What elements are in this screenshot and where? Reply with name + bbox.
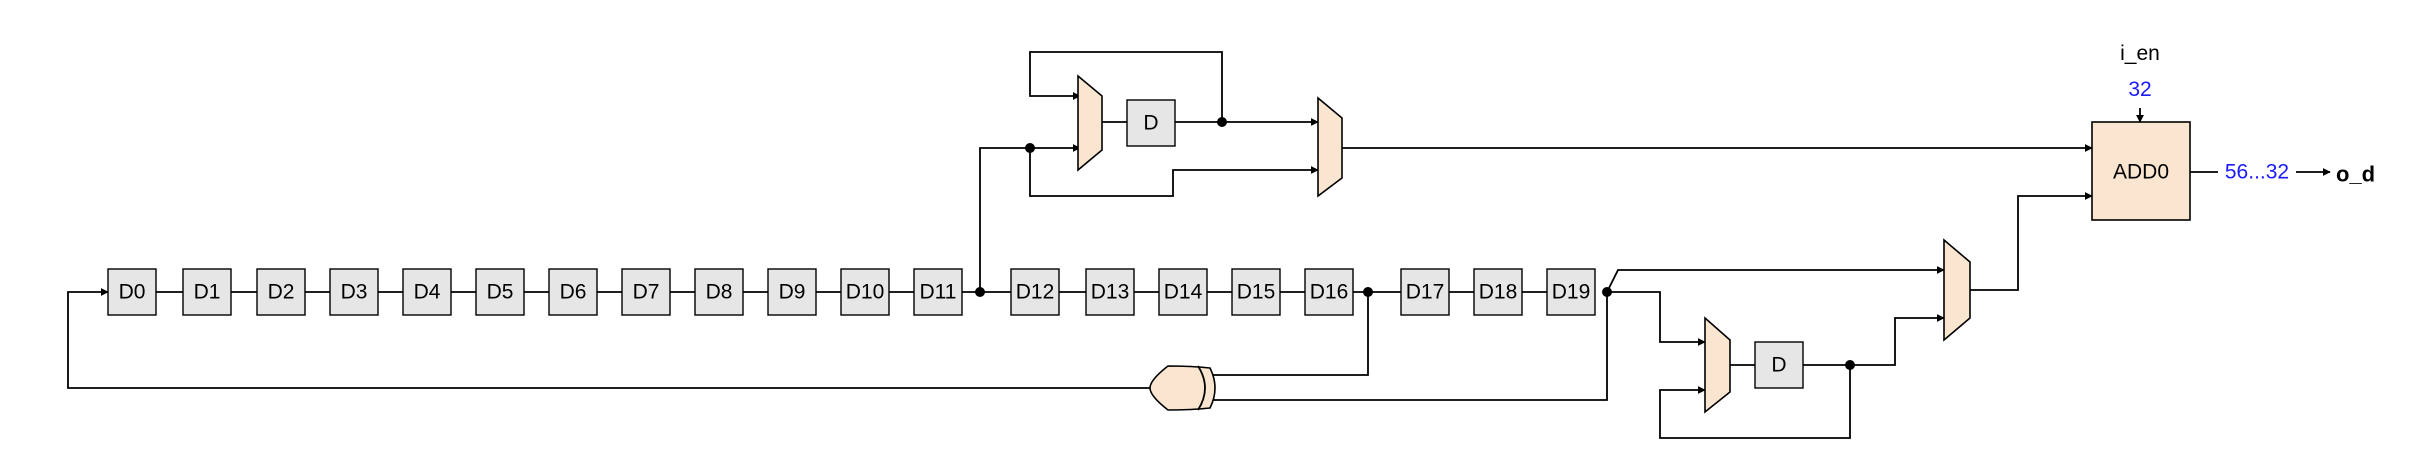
register-label: D12 xyxy=(1016,281,1055,304)
output-width-label: 56...32 xyxy=(2225,161,2289,184)
lower-register: D xyxy=(1754,341,1804,389)
register-label: D6 xyxy=(560,281,587,304)
adder-block: ADD0 xyxy=(2091,121,2191,221)
register-label: D15 xyxy=(1237,281,1276,304)
register-d0: D0 xyxy=(107,268,157,316)
register-label: D3 xyxy=(341,281,368,304)
tap-d11-wire xyxy=(979,144,1081,292)
register-label: D11 xyxy=(920,281,957,304)
enable-width-label: 32 xyxy=(2128,78,2151,101)
register-label: D0 xyxy=(119,281,146,304)
upper-input-mux xyxy=(1077,74,1103,172)
register-d13: D13 xyxy=(1085,268,1135,316)
feedback-wire xyxy=(67,288,1160,389)
tap-d16-wire xyxy=(1210,292,1369,376)
register-d18: D18 xyxy=(1473,268,1523,316)
shift-register-chain: D0 D1 D2 D3 D4 D5 D6 D7 D8 D9 D10 D11 D12 D13 D14 D15 D1… xyxy=(107,268,1596,316)
enable-signal-label: i_en xyxy=(2120,42,2160,65)
register-d8: D8 xyxy=(694,268,744,316)
upper-loop-wire xyxy=(1029,51,1223,122)
register-d5: D5 xyxy=(475,268,525,316)
register-label: D19 xyxy=(1552,281,1591,304)
lower-input-mux xyxy=(1704,316,1731,414)
final-mux-out-wire xyxy=(1970,192,2093,291)
register-d3: D3 xyxy=(329,268,379,316)
lower-reg-out-wire xyxy=(1803,314,1945,366)
tap-d19-wire xyxy=(1210,292,1608,401)
tap-d11-lower-wire xyxy=(1029,148,1319,197)
register-label: D13 xyxy=(1091,281,1130,304)
register-d17: D17 xyxy=(1400,268,1450,316)
register-d7: D7 xyxy=(621,268,671,316)
xor-gate xyxy=(1149,365,1216,411)
register-label: D16 xyxy=(1310,281,1349,304)
lower-register-label: D xyxy=(1771,354,1786,377)
register-d10: D10 xyxy=(840,268,890,316)
d19-to-final-mux-wire xyxy=(1606,266,1945,293)
output-signal-label: o_d xyxy=(2336,162,2375,187)
register-label: D7 xyxy=(633,281,660,304)
register-d4: D4 xyxy=(402,268,452,316)
register-d1: D1 xyxy=(182,268,232,316)
junctions xyxy=(975,117,1855,370)
register-d6: D6 xyxy=(548,268,598,316)
register-d12: D12 xyxy=(1010,268,1060,316)
register-d16: D16 xyxy=(1304,268,1354,316)
register-d2: D2 xyxy=(256,268,306,316)
register-label: D4 xyxy=(414,281,441,304)
register-d11: D11 xyxy=(913,268,963,316)
upper-register-label: D xyxy=(1143,112,1158,135)
register-label: D1 xyxy=(194,281,221,304)
register-label: D17 xyxy=(1406,281,1445,304)
register-label: D2 xyxy=(268,281,295,304)
register-label: D5 xyxy=(487,281,514,304)
final-output-mux xyxy=(1943,238,1971,342)
register-label: D9 xyxy=(779,281,806,304)
upper-register: D xyxy=(1126,99,1176,147)
lower-loop-wire xyxy=(1659,365,1851,439)
adder-label: ADD0 xyxy=(2113,161,2169,184)
upper-output-mux xyxy=(1317,96,1343,198)
register-label: D8 xyxy=(706,281,733,304)
d19-to-lower-mux-wire xyxy=(1607,291,1706,346)
register-label: D10 xyxy=(846,281,885,304)
register-d15: D15 xyxy=(1231,268,1281,316)
register-d9: D9 xyxy=(767,268,817,316)
register-d19: D19 xyxy=(1546,268,1596,316)
register-label: D18 xyxy=(1479,281,1518,304)
register-d14: D14 xyxy=(1158,268,1208,316)
register-label: D14 xyxy=(1164,281,1203,304)
